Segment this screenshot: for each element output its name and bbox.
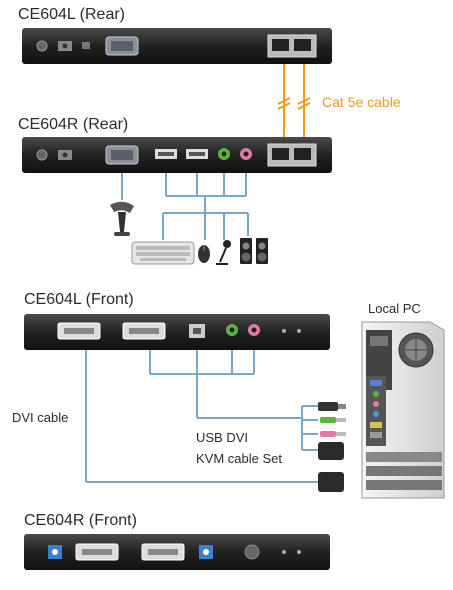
- usb-dvi-label: USB DVI: [196, 430, 249, 445]
- cat5-cable: [277, 64, 311, 140]
- peripheral-cables: [121, 173, 249, 240]
- audio-pink-connector-icon: [320, 431, 346, 437]
- ce604l-rear-title: CE604L (Rear): [18, 6, 126, 23]
- ce604l-front-unit: [24, 314, 330, 350]
- audio-green-connector-icon: [320, 417, 346, 423]
- dvi-connector-icon: [318, 442, 344, 492]
- local-pc-label: Local PC: [368, 301, 421, 316]
- ce604l-front-title: CE604L (Front): [24, 291, 134, 308]
- ce604r-front-title: CE604R (Front): [24, 512, 137, 529]
- kvm-cable-set-label: KVM cable Set: [196, 451, 282, 466]
- usb-connector-icon: [318, 402, 346, 411]
- ce604r-rear-title: CE604R (Rear): [18, 116, 129, 133]
- ce604l-rear-unit: [22, 28, 332, 64]
- keyboard-icon: [131, 241, 195, 265]
- barcode-scanner-icon: [110, 201, 134, 236]
- mouse-icon: [198, 245, 210, 263]
- microphone-icon: [216, 240, 231, 265]
- dvi-cable: [85, 350, 318, 483]
- cat5-cable-label: Cat 5e cable: [322, 94, 401, 110]
- ce604r-front-unit: [24, 534, 330, 570]
- ce604r-rear-unit: [22, 137, 332, 173]
- speakers-icon: [240, 238, 268, 264]
- dvi-cable-label: DVI cable: [12, 410, 69, 425]
- kvm-cable-set: [149, 350, 318, 451]
- local-pc-icon: [361, 321, 445, 499]
